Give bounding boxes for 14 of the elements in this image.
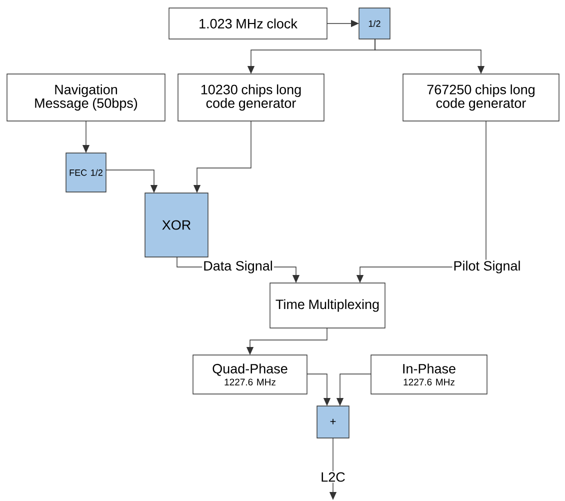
edge-label: L2C: [320, 471, 346, 483]
process-box: Time Multiplexing: [270, 282, 386, 328]
block-box: XOR: [144, 192, 208, 258]
edge-label: Data Signal: [202, 260, 274, 274]
block-box: FEC 1/2: [66, 152, 106, 192]
process-box: Navigation Message (50bps): [6, 74, 166, 122]
block-box: +: [316, 406, 350, 438]
process-box: Quad-Phase 1227.6 MHz: [192, 354, 308, 394]
process-box: 767250 chips long code generator: [402, 74, 560, 122]
block-box: 1/2: [358, 8, 390, 40]
process-box: In-Phase 1227.6 MHz: [370, 354, 488, 394]
edge-label: Pilot Signal: [452, 260, 522, 274]
process-box: 1.023 MHz clock: [168, 8, 328, 40]
process-box: 10230 chips long code generator: [178, 74, 324, 122]
